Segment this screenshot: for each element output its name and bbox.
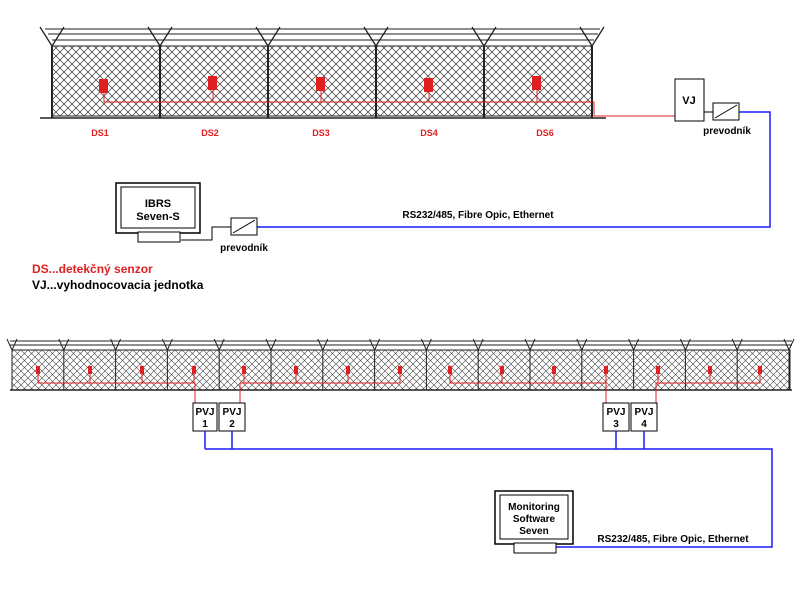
fence-post — [783, 338, 795, 390]
converter-right-icon — [712, 102, 740, 121]
monitor-ibrs-icon: IBRS Seven-S — [115, 182, 201, 243]
sensor-ds6 — [532, 76, 541, 90]
svg-text:1: 1 — [202, 419, 208, 430]
network-link-top — [257, 111, 771, 228]
bottom-sensor — [88, 366, 92, 383]
converter-right-label: prevodník — [703, 126, 751, 137]
sensor-label-ds6: DS6 — [536, 128, 554, 138]
pvj-unit-1: PVJ 1 — [192, 402, 218, 432]
sensor-ds1 — [99, 79, 108, 93]
bottom-sensor — [448, 366, 452, 383]
svg-text:2: 2 — [229, 419, 235, 430]
fence-post — [628, 338, 640, 390]
fence-post — [213, 338, 225, 390]
sensor-cable — [103, 88, 676, 117]
sensor-ds4 — [424, 78, 433, 92]
svg-text:PVJ: PVJ — [196, 407, 215, 418]
monitor-seven-icon: Monitoring Software Seven — [494, 490, 574, 554]
pvj-unit-2: PVJ 2 — [218, 402, 246, 432]
network-link-bottom — [204, 431, 773, 548]
svg-text:PVJ: PVJ — [223, 407, 242, 418]
evaluation-unit-vj: VJ — [674, 78, 705, 122]
bottom-sensor — [604, 366, 608, 383]
bottom-sensor — [552, 366, 556, 383]
legend-ds: DS...detekčný senzor — [32, 262, 153, 276]
monitor-seven-line1: Monitoring — [508, 502, 560, 513]
sensor-label-ds4: DS4 — [420, 128, 438, 138]
monitor-ibrs-line2: Seven-S — [136, 211, 179, 223]
legend-vj: VJ...vyhodnocovacia jednotka — [32, 278, 204, 292]
sensor-label-ds2: DS2 — [201, 128, 219, 138]
link-label-top: RS232/485, Fibre Opic, Ethernet — [402, 210, 554, 221]
bottom-sensor — [500, 366, 504, 383]
sensor-label-ds1: DS1 — [91, 128, 109, 138]
bottom-sensor — [294, 366, 298, 383]
fence-post — [420, 338, 432, 390]
monitor-ibrs-line1: IBRS — [145, 198, 171, 210]
converter-left-icon — [230, 217, 258, 236]
link-label-bottom: RS232/485, Fibre Opic, Ethernet — [597, 534, 749, 545]
sensor-ds3 — [316, 77, 325, 91]
bottom-sensor — [36, 366, 40, 383]
pvj-unit-4: PVJ 4 — [630, 402, 658, 432]
pvj-unit-3: PVJ 3 — [602, 402, 630, 432]
svg-text:PVJ: PVJ — [635, 407, 654, 418]
bottom-sensor — [346, 366, 350, 383]
bottom-sensor — [398, 366, 402, 383]
vj-label: VJ — [682, 95, 695, 107]
svg-text:3: 3 — [613, 419, 619, 430]
svg-text:4: 4 — [641, 419, 647, 430]
sensor-label-ds3: DS3 — [312, 128, 330, 138]
bottom-sensor — [758, 366, 762, 383]
bottom-sensor — [242, 366, 246, 383]
sensor-ds2 — [208, 76, 217, 90]
converter-left-label: prevodník — [220, 243, 268, 254]
bottom-sensors — [36, 366, 762, 383]
bottom-sensor — [140, 366, 144, 383]
bottom-sensor — [192, 366, 196, 383]
svg-text:PVJ: PVJ — [607, 407, 626, 418]
top-fence — [39, 26, 606, 119]
bottom-sensor — [708, 366, 712, 383]
monitor-seven-line2: Software — [513, 514, 556, 525]
fence-post — [6, 338, 18, 390]
monitor-seven-line3: Seven — [519, 526, 548, 537]
bottom-sensor — [656, 366, 660, 383]
